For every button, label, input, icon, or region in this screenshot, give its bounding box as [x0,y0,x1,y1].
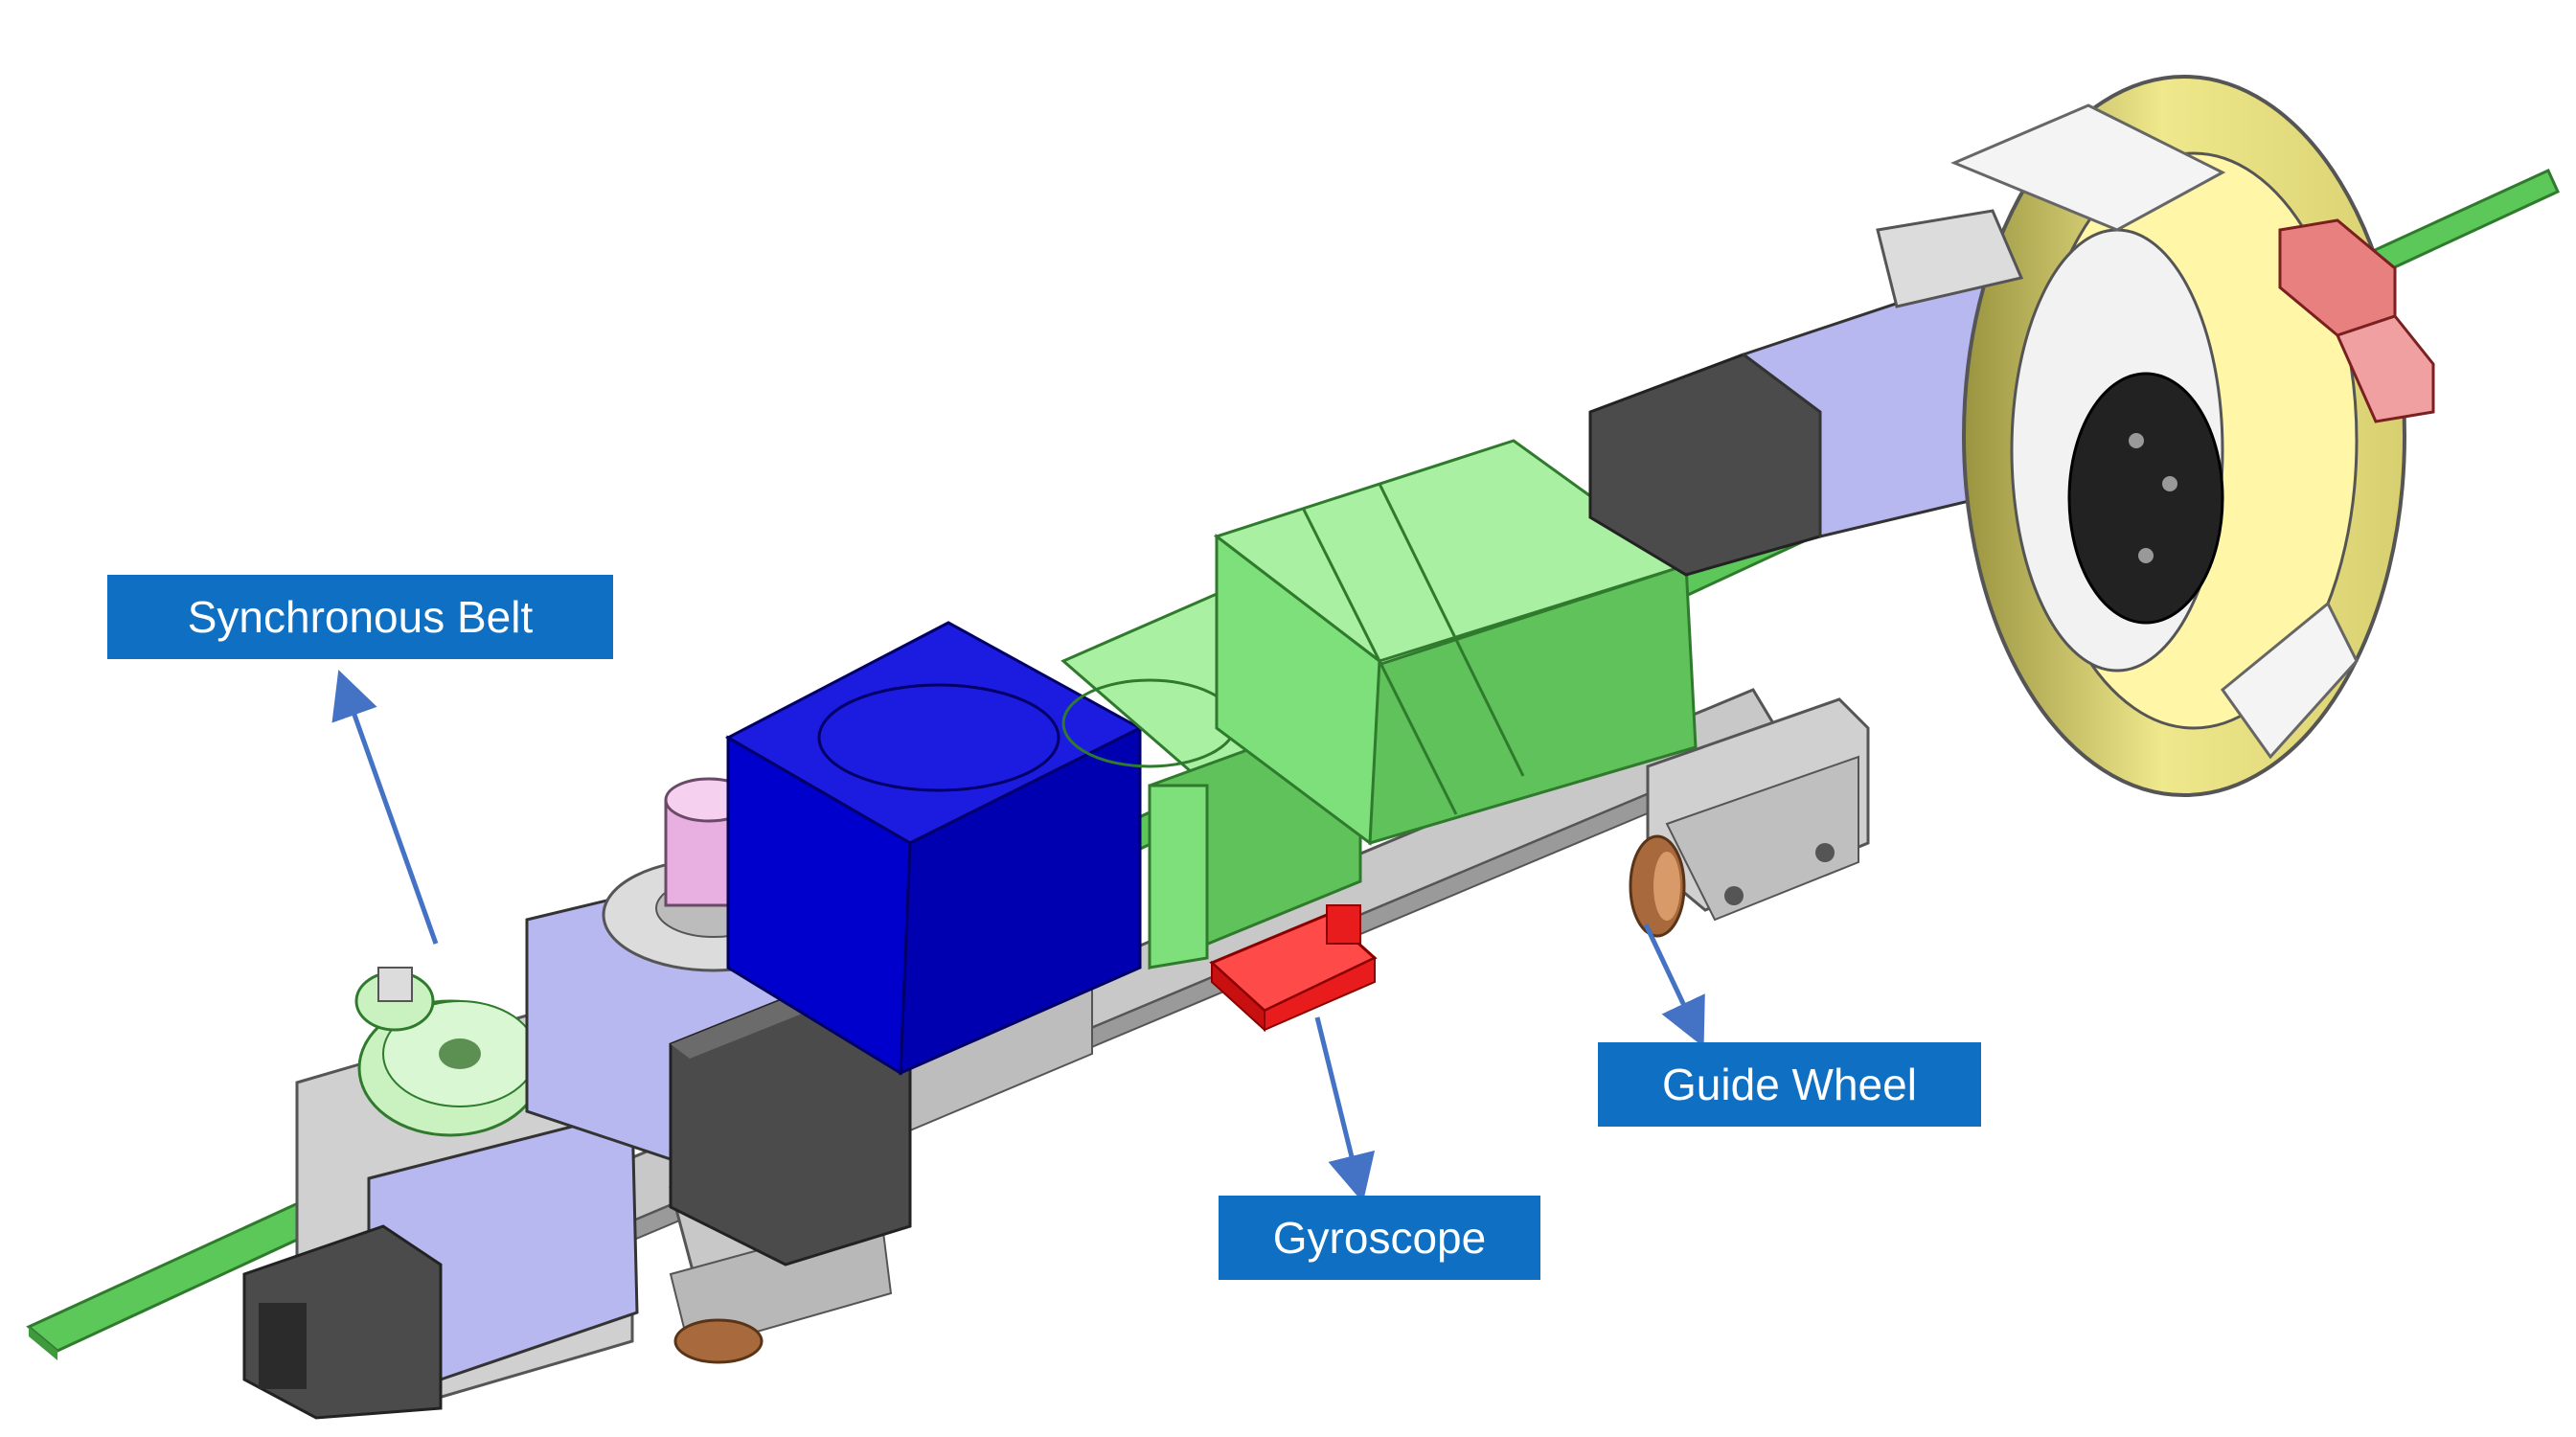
wheel-hub-bracket [1876,209,2024,308]
battery-box [724,621,1144,1076]
arrow-guide-wheel [1643,923,1705,1048]
front-stepper-motor [242,1109,639,1420]
large-drive-wheel [1950,75,2406,797]
belt-pulley [357,999,543,1137]
label-gyroscope: Gyroscope [1219,1196,1540,1280]
gyroscope-module [1209,904,1378,1033]
control-module-rear [1213,439,1698,846]
label-synchronous-belt: Synchronous Belt [107,575,613,659]
guide-wheel-mount [1646,697,1870,922]
guide-wheel [1629,834,1686,938]
belt-tensioner [354,967,435,1032]
leader-arrows [331,670,1705,1203]
rear-stepper-motor [1588,276,2023,577]
rear-connector [2278,218,2435,423]
arrow-gyroscope [1314,1016,1376,1203]
label-guide-wheel: Guide Wheel [1598,1042,1981,1127]
arrow-synchronous-belt [331,670,439,945]
